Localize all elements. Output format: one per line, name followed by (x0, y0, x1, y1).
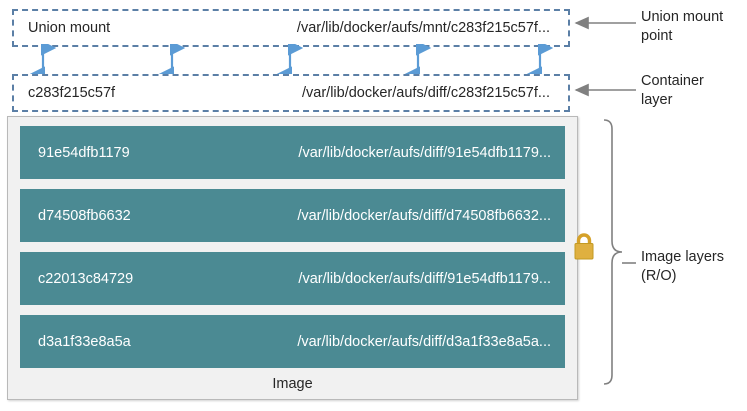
annotation-container-layer: Container layer (641, 73, 704, 109)
container-layer-id: c283f215c57f (28, 85, 116, 101)
padlock-icon (571, 230, 597, 264)
image-layer-path: /var/lib/docker/aufs/diff/d74508fb6632..… (297, 207, 551, 224)
container-layer-box: c283f215c57f /var/lib/docker/aufs/diff/c… (12, 74, 570, 112)
image-layer-path: /var/lib/docker/aufs/diff/91e54dfb1179..… (298, 270, 551, 287)
image-layer-path: /var/lib/docker/aufs/diff/91e54dfb1179..… (298, 144, 551, 161)
image-caption: Image (272, 376, 313, 392)
annotation-image-layers: Image layers (R/O) (641, 249, 725, 285)
image-layer-row: c22013c84729 /var/lib/docker/aufs/diff/9… (20, 252, 565, 305)
image-layer-path: /var/lib/docker/aufs/diff/d3a1f33e8a5a..… (297, 333, 551, 350)
image-panel: 91e54dfb1179 /var/lib/docker/aufs/diff/9… (7, 116, 578, 400)
image-layer-row: d74508fb6632 /var/lib/docker/aufs/diff/d… (20, 189, 565, 242)
union-mount-box: Union mount /var/lib/docker/aufs/mnt/c28… (12, 9, 570, 47)
container-layer-path: /var/lib/docker/aufs/diff/c283f215c57f..… (302, 85, 550, 101)
image-layer-id: 91e54dfb1179 (38, 144, 130, 161)
union-mount-path: /var/lib/docker/aufs/mnt/c283f215c57f... (296, 20, 550, 36)
image-layer-row: d3a1f33e8a5a /var/lib/docker/aufs/diff/d… (20, 315, 565, 368)
annotation-union-mount-point: Union mount point (641, 9, 724, 45)
image-layer-id: d3a1f33e8a5a (38, 333, 131, 350)
image-layer-row: 91e54dfb1179 /var/lib/docker/aufs/diff/9… (20, 126, 565, 179)
connector-arrow-group (0, 40, 600, 82)
union-mount-label: Union mount (28, 20, 111, 36)
image-layer-id: c22013c84729 (38, 270, 134, 287)
image-layer-id: d74508fb6632 (38, 207, 131, 224)
